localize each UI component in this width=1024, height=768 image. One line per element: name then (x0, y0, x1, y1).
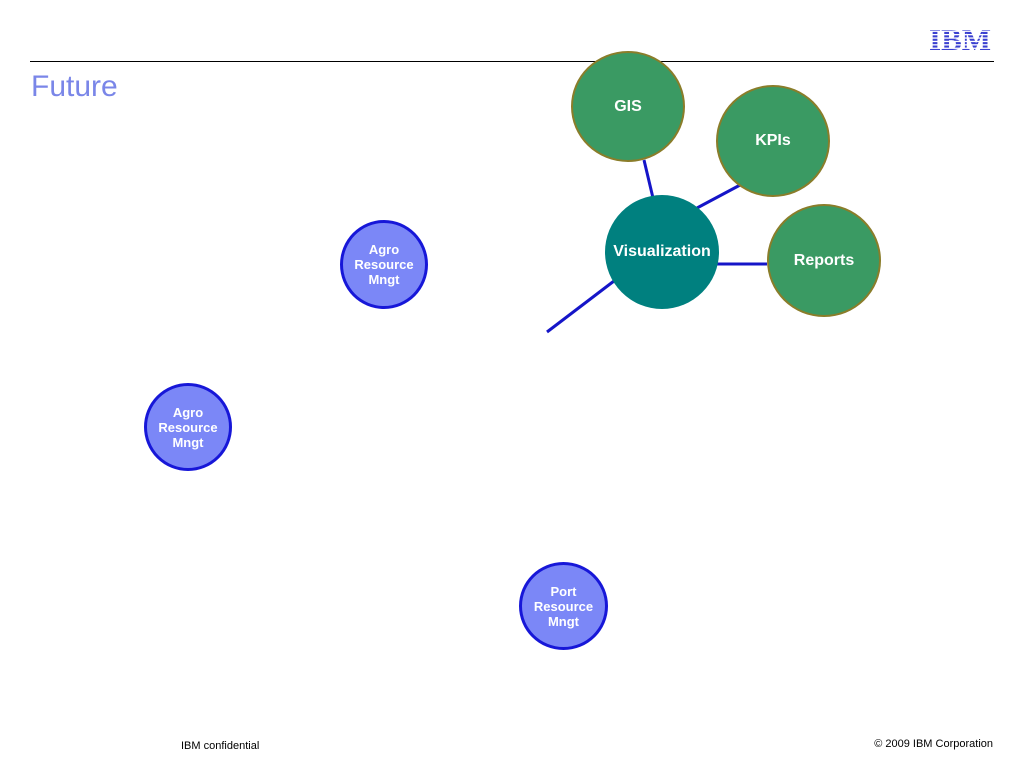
node-agro-resource-top[interactable]: Agro Resource Mngt (340, 220, 428, 309)
connector-gis (642, 159, 655, 199)
ibm-logo: IBM (929, 25, 991, 53)
node-port-resource[interactable]: Port Resource Mngt (519, 562, 608, 650)
footer-copyright: © 2009 IBM Corporation (874, 738, 993, 750)
node-gis-label: GIS (614, 97, 642, 115)
node-port-resource-label: Port Resource Mngt (533, 583, 594, 629)
node-agro-resource-left[interactable]: Agro Resource Mngt (144, 383, 232, 471)
node-kpis-label: KPIs (755, 132, 791, 149)
node-visualization[interactable]: Visualization (605, 195, 719, 309)
node-visualization-label: Visualization (613, 243, 711, 260)
node-gis[interactable]: GIS (571, 51, 685, 162)
header-rule (30, 61, 994, 62)
node-agro-resource-top-label: Agro Resource Mngt (354, 242, 414, 287)
node-agro-resource-left-label: Agro Resource Mngt (158, 404, 218, 450)
slide-title: Future (31, 70, 118, 103)
node-kpis[interactable]: KPIs (716, 85, 830, 197)
footer-confidential: IBM confidential (181, 740, 260, 752)
node-reports-label: Reports (793, 251, 855, 269)
node-reports[interactable]: Reports (767, 204, 881, 317)
connector-out (546, 279, 615, 334)
